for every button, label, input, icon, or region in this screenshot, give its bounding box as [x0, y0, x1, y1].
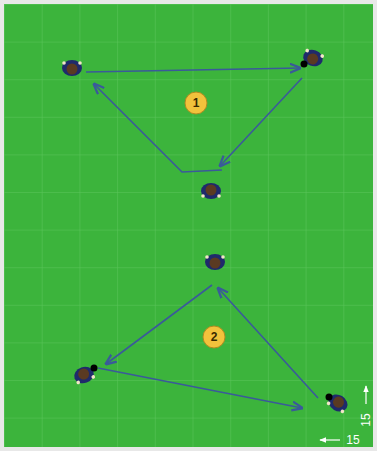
callout-circle	[203, 326, 225, 348]
ball	[91, 365, 98, 372]
ball	[326, 394, 333, 401]
pass-arrow	[218, 288, 318, 398]
pass-arrow	[94, 84, 222, 172]
pass-arrows	[86, 68, 318, 408]
scale-arrow	[365, 386, 366, 404]
player	[301, 47, 325, 69]
player	[205, 254, 225, 270]
scale-dimension: 15	[360, 413, 372, 426]
callout-number: 2	[211, 331, 218, 343]
player	[62, 60, 82, 76]
grid	[4, 4, 373, 447]
pass-arrow	[86, 68, 300, 72]
players	[62, 47, 351, 415]
scale-dimension: 15	[346, 434, 359, 446]
pass-arrow	[98, 368, 302, 408]
player	[325, 391, 350, 415]
grass	[4, 4, 373, 447]
player	[201, 183, 221, 199]
pass-arrow	[220, 78, 302, 166]
scale-arrow	[320, 439, 340, 440]
pass-arrow	[106, 285, 212, 364]
ball	[301, 61, 308, 68]
callout-number: 1	[193, 97, 200, 109]
callout-circle	[185, 92, 207, 114]
